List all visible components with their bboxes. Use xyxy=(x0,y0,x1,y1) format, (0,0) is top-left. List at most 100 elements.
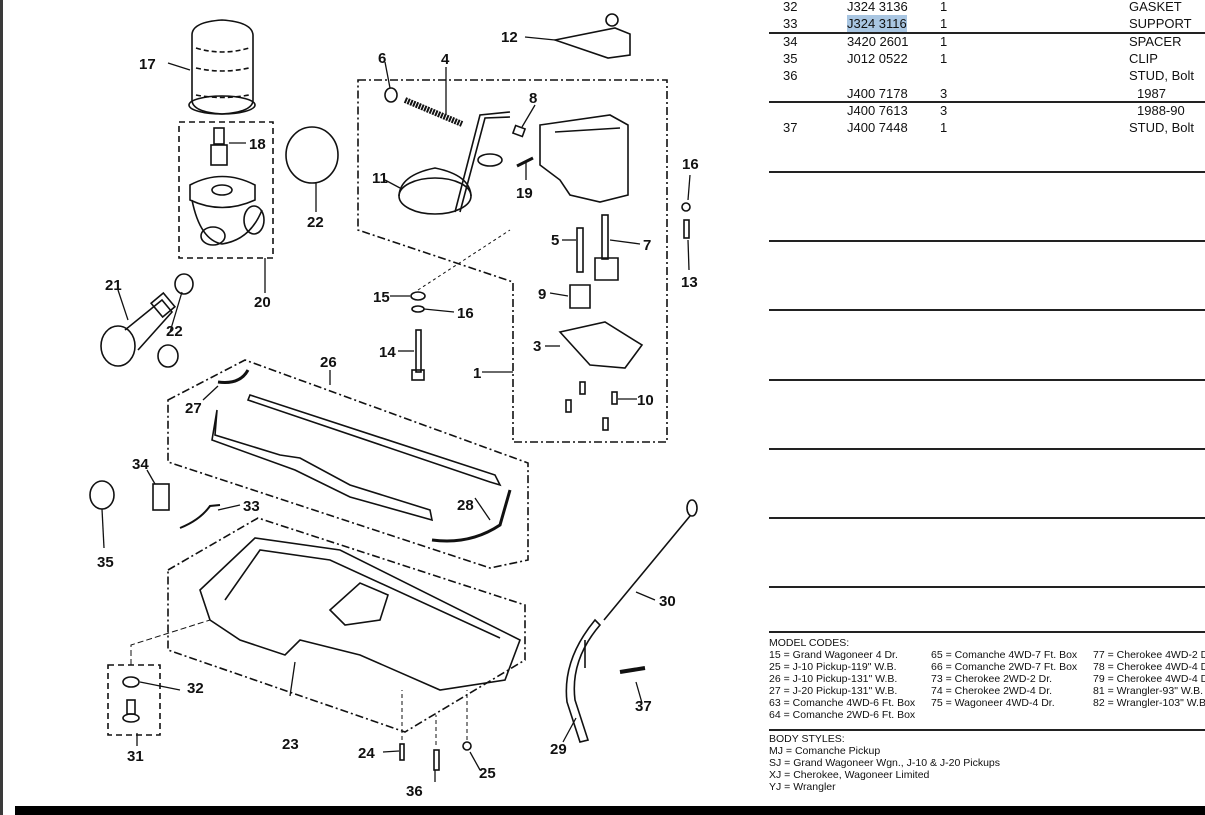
model-codes-column-1: 15 = Grand Wagoneer 4 Dr. 25 = J-10 Pick… xyxy=(769,649,915,721)
callout-22b: 22 xyxy=(166,323,183,340)
model-codes-column-2: 65 = Comanche 4WD-7 Ft. Box 66 = Comanch… xyxy=(931,649,1077,709)
part-number[interactable]: J400 7613 xyxy=(847,103,908,118)
description: STUD, Bolt xyxy=(1129,120,1195,135)
model-code: 63 = Comanche 4WD-6 Ft. Box xyxy=(769,697,916,709)
callout-9: 9 xyxy=(538,286,546,303)
part-number-selected[interactable]: J324 3116 xyxy=(847,15,907,32)
callout-17: 17 xyxy=(139,56,156,73)
quantity: 3 xyxy=(940,86,948,101)
model-code: 27 = J-20 Pickup-131" W.B. xyxy=(769,685,898,697)
callout-10: 10 xyxy=(637,392,654,409)
table-divider xyxy=(769,309,1205,311)
pan-gasket-part xyxy=(211,394,502,522)
model-code: 65 = Comanche 4WD-7 Ft. Box xyxy=(931,649,1078,661)
callout-37: 37 xyxy=(635,698,652,715)
part-number[interactable]: J324 3136 xyxy=(847,0,908,14)
description: STUD, Bolt xyxy=(1129,68,1195,83)
exploded-parts-diagram: 17 18 20 22 21 22 6 4 12 8 11 19 16 13 5… xyxy=(89,13,699,800)
table-row: 36 STUD, Bolt xyxy=(769,67,1205,84)
callout-33: 33 xyxy=(243,498,260,515)
callout-11: 11 xyxy=(372,170,388,187)
table-divider xyxy=(769,32,1205,34)
table-divider xyxy=(769,240,1205,242)
body-style: XJ = Cherokee, Wagoneer Limited xyxy=(769,769,930,781)
item-number: 37 xyxy=(783,120,798,135)
callout-16b: 16 xyxy=(457,305,474,322)
callout-8: 8 xyxy=(529,90,537,107)
item-number: 32 xyxy=(783,0,798,14)
model-code: 25 = J-10 Pickup-119" W.B. xyxy=(769,661,897,673)
oil-pickup-part xyxy=(398,111,511,215)
callout-24: 24 xyxy=(358,745,375,762)
table-row: 37 J400 7448 1 STUD, Bolt xyxy=(769,119,1205,136)
model-code: 78 = Cherokee 4WD-4 D xyxy=(1093,661,1205,673)
callout-29: 29 xyxy=(550,741,567,758)
callout-31: 31 xyxy=(127,748,144,765)
body-styles-heading: BODY STYLES: xyxy=(769,733,845,745)
quantity: 1 xyxy=(940,16,948,31)
body-styles-legend: BODY STYLES: MJ = Comanche Pickup SJ = G… xyxy=(769,733,1205,793)
legend-divider xyxy=(769,631,1205,633)
callout-34: 34 xyxy=(132,456,149,473)
description: 1987 xyxy=(1137,86,1166,101)
pump-cover-part xyxy=(558,321,644,369)
model-codes-heading: MODEL CODES: xyxy=(769,637,850,649)
table-divider xyxy=(769,379,1205,381)
part-number[interactable]: 3420 2601 xyxy=(847,34,909,49)
callout-4: 4 xyxy=(441,51,450,68)
callout-35: 35 xyxy=(97,554,114,571)
table-row: J400 7613 3 1988-90 xyxy=(769,102,1205,119)
callout-labels: 17 18 20 22 21 22 6 4 12 8 11 19 16 13 5… xyxy=(97,29,699,800)
callout-36: 36 xyxy=(406,783,423,800)
model-code: 26 = J-10 Pickup-131" W.B. xyxy=(769,673,898,685)
dipstick-part xyxy=(565,499,698,743)
callout-27: 27 xyxy=(185,400,202,417)
table-divider xyxy=(769,448,1205,450)
callout-25: 25 xyxy=(479,765,496,782)
callout-32: 32 xyxy=(187,680,204,697)
callout-7: 7 xyxy=(643,237,651,254)
description: SUPPORT xyxy=(1129,16,1192,31)
callout-18: 18 xyxy=(249,136,266,153)
quantity: 1 xyxy=(940,0,948,14)
filter-adapter-part xyxy=(189,127,265,246)
description: GASKET xyxy=(1129,0,1182,14)
table-row: J400 7178 3 1987 xyxy=(769,85,1205,102)
model-code: 81 = Wrangler-93" W.B. xyxy=(1093,685,1204,697)
part-number[interactable]: J012 0522 xyxy=(847,51,908,66)
table-row: 34 3420 2601 1 SPACER xyxy=(769,33,1205,50)
callout-15: 15 xyxy=(373,289,390,306)
oil-pump-body-part xyxy=(539,13,631,203)
model-code: 82 = Wrangler-103" W.B. xyxy=(1093,697,1205,709)
callout-26: 26 xyxy=(320,354,337,371)
model-code: 74 = Cherokee 2WD-4 Dr. xyxy=(931,685,1053,697)
callout-13: 13 xyxy=(681,274,698,291)
oil-filter-part xyxy=(188,19,256,115)
callout-5: 5 xyxy=(551,232,559,249)
item-number: 36 xyxy=(783,68,798,83)
part-number[interactable]: J400 7178 xyxy=(847,86,908,101)
quantity: 3 xyxy=(940,103,948,118)
model-code: 15 = Grand Wagoneer 4 Dr. xyxy=(769,649,898,661)
callout-1: 1 xyxy=(473,365,481,382)
model-code: 66 = Comanche 2WD-7 Ft. Box xyxy=(931,661,1078,673)
item-number: 33 xyxy=(783,16,798,31)
table-row: 35 J012 0522 1 CLIP xyxy=(769,50,1205,67)
body-style: SJ = Grand Wagoneer Wgn., J-10 & J-20 Pi… xyxy=(769,757,1001,769)
model-code: 75 = Wagoneer 4WD-4 Dr. xyxy=(931,697,1055,709)
description: 1988-90 xyxy=(1137,103,1185,118)
legend-divider xyxy=(769,729,1205,731)
callout-22a: 22 xyxy=(307,214,324,231)
model-code: 73 = Cherokee 2WD-2 Dr. xyxy=(931,673,1053,685)
body-style: MJ = Comanche Pickup xyxy=(769,745,881,757)
item-number: 34 xyxy=(783,34,798,49)
callout-3: 3 xyxy=(533,338,541,355)
part-number[interactable]: J400 7448 xyxy=(847,120,908,135)
callout-19: 19 xyxy=(516,185,533,202)
table-divider xyxy=(769,171,1205,173)
callout-16a: 16 xyxy=(682,156,699,173)
description: CLIP xyxy=(1129,51,1158,66)
table-divider xyxy=(769,101,1205,103)
item-number: 35 xyxy=(783,51,798,66)
o-ring-part xyxy=(285,126,339,184)
